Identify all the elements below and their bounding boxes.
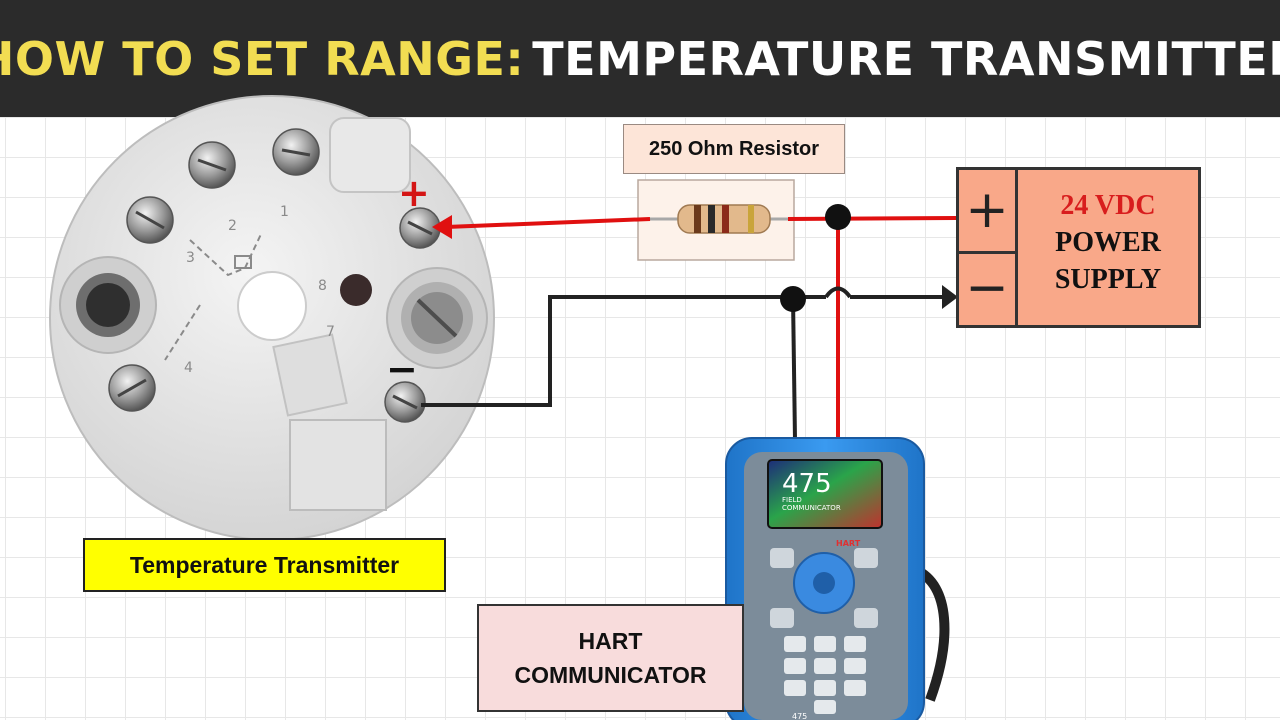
power-key <box>770 548 794 568</box>
terminal-screw-3 <box>126 196 174 244</box>
terminal-screw-2 <box>272 128 320 176</box>
terminal-screw-plus <box>399 207 441 249</box>
title-highlight: HOW TO SET RANGE: <box>0 31 525 86</box>
power-supply-minus-terminal: − <box>965 258 1009 318</box>
resistor-label-text: 250 Ohm Resistor <box>648 137 820 160</box>
hart-label-line-2: COMMUNICATOR <box>514 662 707 688</box>
positive-wire-loop <box>432 215 957 440</box>
resistor-label: 250 Ohm Resistor <box>623 124 845 174</box>
terminal-number-4: 4 <box>184 360 193 376</box>
terminal-number-7: 7 <box>326 324 335 340</box>
terminal-number-8: 8 <box>318 278 327 294</box>
terminal-number-2: 2 <box>228 218 237 234</box>
transmitter-plus-arrow <box>432 215 452 239</box>
power-supply-line-1: POWER <box>1055 227 1161 258</box>
title-bar: HOW TO SET RANGE: TEMPERATURE TRANSMITTE… <box>0 0 1280 117</box>
negative-wire-loop <box>421 285 958 441</box>
power-supply-divider-horizontal <box>959 251 1015 254</box>
hart-label-line-1: HART <box>578 628 643 654</box>
communicator-screen <box>767 459 883 529</box>
terminal-screw-minus <box>384 381 426 423</box>
hart-communicator-device: 475 FIELD COMMUNICATOR HART 475 <box>725 437 950 720</box>
power-supply-plus-terminal: + <box>965 180 1009 240</box>
hart-communicator-label: HART COMMUNICATOR <box>477 604 744 712</box>
title-main: TEMPERATURE TRANSMITTER <box>532 31 1280 86</box>
communicator-brand: HART <box>836 539 861 548</box>
terminal-number-1: 1 <box>280 204 289 220</box>
screen-text-communicator: COMMUNICATOR <box>782 504 841 512</box>
power-supply-divider-vertical <box>1015 170 1018 325</box>
transmitter-label: Temperature Transmitter <box>83 538 446 592</box>
numeric-keypad <box>784 636 866 714</box>
power-supply-voltage: 24 VDC <box>1060 190 1156 221</box>
power-supply-line-2: SUPPLY <box>1054 264 1162 295</box>
transmitter-label-text: Temperature Transmitter <box>129 551 400 578</box>
terminal-screw-1 <box>188 141 236 189</box>
enter-button <box>813 572 835 594</box>
tab-key <box>770 608 794 628</box>
resistor-component <box>637 179 795 261</box>
terminal-number-3: 3 <box>186 250 195 266</box>
screen-text-field: FIELD <box>782 496 802 504</box>
transmitter-plus-mark: + <box>398 171 430 215</box>
communicator-bottom-model: 475 <box>792 712 807 720</box>
junction-dot-negative <box>780 286 806 312</box>
terminal-screw-4 <box>108 364 156 412</box>
junction-dot-positive <box>825 204 851 230</box>
power-minus-arrow <box>942 285 958 309</box>
temperature-transmitter-device: 3 2 1 4 7 8 + − <box>49 95 495 541</box>
function-key <box>854 548 878 568</box>
power-supply-box: + − 24 VDC POWER SUPPLY <box>956 167 1201 328</box>
transmitter-minus-mark: − <box>386 347 418 391</box>
screen-model-number: 475 <box>782 469 832 499</box>
menu-key <box>854 608 878 628</box>
